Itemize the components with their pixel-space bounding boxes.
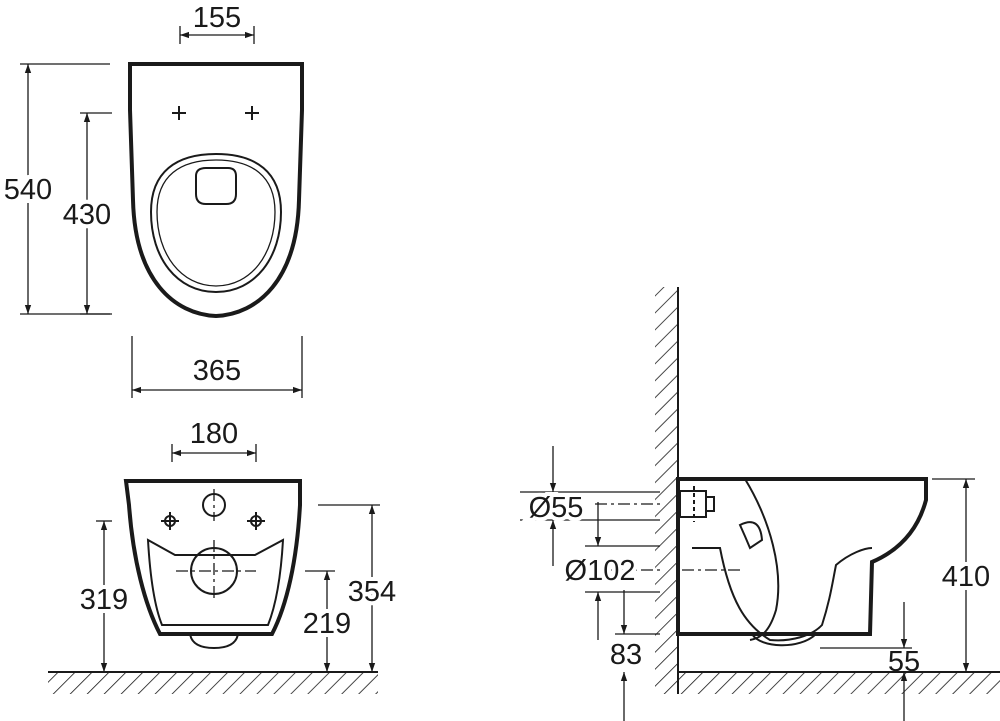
dim-354: 354	[318, 504, 400, 672]
dim-354-label: 354	[348, 576, 396, 608]
floor-hatch-side	[655, 672, 1000, 694]
inlet-pipe	[679, 486, 715, 522]
dim-d102-label: Ø102	[565, 555, 636, 587]
dim-410: 410	[932, 478, 994, 672]
dim-430: 430	[59, 112, 115, 315]
bowl-side-trapway	[744, 478, 780, 641]
dim-55-label: 55	[888, 646, 920, 678]
seat-opening-inner	[156, 159, 276, 287]
dim-365: 365	[131, 336, 303, 398]
bowl-side-bottom	[751, 633, 817, 647]
dim-410-label: 410	[942, 561, 990, 593]
bowl-side-hook	[738, 521, 764, 550]
dim-319-label: 319	[80, 584, 128, 616]
flush-inlet-outline	[195, 167, 237, 205]
bowl-front-inner	[146, 538, 285, 626]
side-centerlines	[595, 503, 740, 571]
dim-83: 83	[610, 590, 660, 721]
floor-hatch-front	[48, 672, 378, 694]
dim-155: 155	[179, 2, 255, 44]
dim-180: 180	[171, 418, 257, 462]
top-view: 155 540 430 365	[0, 2, 304, 398]
dim-540: 540	[0, 63, 110, 315]
wall-hatch	[655, 287, 677, 672]
bowl-side-inner	[692, 547, 873, 642]
dim-430-label: 430	[63, 199, 111, 231]
bowl-front-outline	[123, 479, 302, 636]
dim-219-label: 219	[303, 608, 351, 640]
dim-365-label: 365	[193, 355, 241, 387]
mounting-hole-front-left-icon	[161, 512, 179, 530]
mounting-hole-left-icon	[172, 106, 186, 120]
dim-155-label: 155	[193, 2, 241, 34]
dim-55: 55	[820, 602, 920, 721]
dim-d55: Ø55	[520, 446, 660, 566]
mounting-hole-right-icon	[245, 106, 259, 120]
dim-180-label: 180	[190, 418, 238, 450]
front-view: 180 319 354 219	[48, 418, 400, 694]
dim-d55-label: Ø55	[529, 492, 584, 524]
dim-319: 319	[76, 520, 132, 672]
mounting-hole-front-right-icon	[247, 512, 265, 530]
bowl-side-outline	[676, 477, 928, 636]
side-view: Ø55 Ø102 83 410 55	[520, 287, 1000, 721]
bowl-front-base	[189, 633, 239, 650]
dim-540-label: 540	[4, 174, 52, 206]
dim-d102: Ø102	[561, 502, 660, 640]
bowl-top-outline	[128, 62, 304, 319]
seat-opening-outer	[149, 152, 283, 294]
drain-centerlines	[176, 489, 256, 600]
dim-219: 219	[299, 570, 355, 672]
dim-83-label: 83	[610, 639, 642, 671]
